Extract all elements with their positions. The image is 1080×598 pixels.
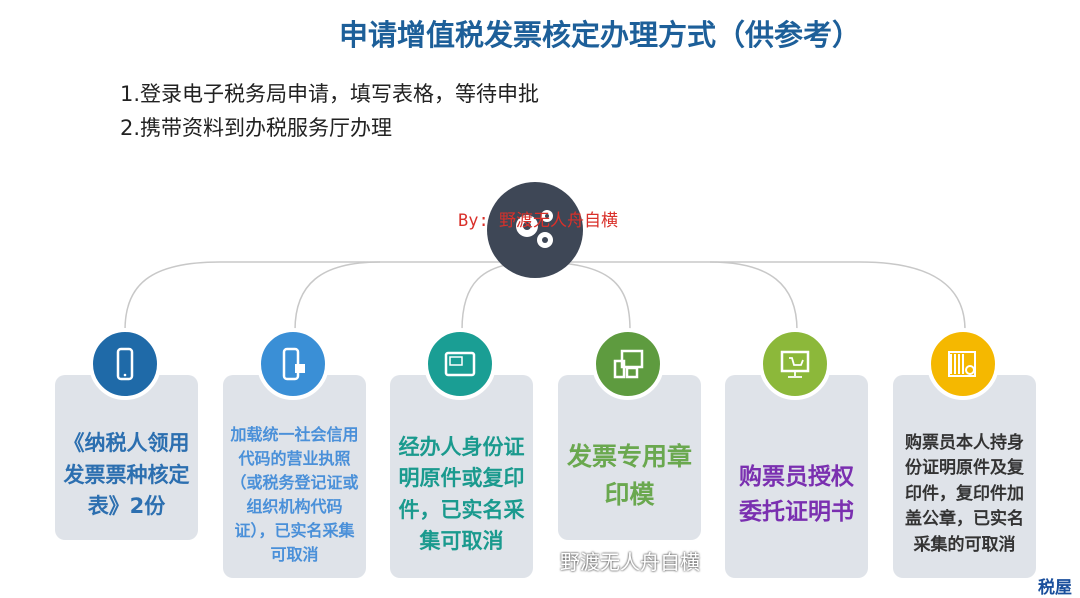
requirement-card: 加载统一社会信用代码的营业执照（或税务登记证或组织机构代码证），已实名采集可取消 — [223, 375, 366, 578]
method-2: 2.携带资料到办税服务厅办理 — [120, 116, 393, 140]
gears-icon — [487, 182, 583, 278]
monitor-cart-icon — [759, 328, 831, 400]
watermark-text: By: 野渡无人舟自横 — [458, 211, 618, 231]
requirement-text: 《纳税人领用发票票种核定表》2份 — [63, 431, 190, 519]
requirement-text: 经办人身份证明原件或复印件，已实名采集可取消 — [398, 434, 525, 554]
requirement-card: 《纳税人领用发票票种核定表》2份 — [55, 375, 198, 540]
requirement-card: 购票员授权委托证明书 — [725, 375, 868, 578]
devices-icon — [592, 328, 664, 400]
method-1: 1.登录电子税务局申请，填写表格，等待申批 — [120, 82, 540, 106]
page-title: 申请增值税发票核定办理方式（供参考） — [338, 18, 861, 52]
requirement-card: 发票专用章印模 — [558, 375, 701, 540]
requirement-text: 购票员授权委托证明书 — [739, 464, 854, 525]
wechat-watermark: 野渡无人舟自横 — [560, 550, 700, 574]
requirement-card: 经办人身份证明原件或复印件，已实名采集可取消 — [390, 375, 533, 578]
brand-logo: 税屋 — [1038, 578, 1072, 598]
requirement-card: 购票员本人持身份证明原件及复印件，复印件加盖公章，已实名采集的可取消 — [893, 375, 1036, 578]
tablet-ad-icon — [424, 328, 496, 400]
requirement-text: 加载统一社会信用代码的营业执照（或税务登记证或组织机构代码证），已实名采集可取消 — [230, 424, 359, 564]
phone-lock-icon — [257, 328, 329, 400]
requirement-text: 购票员本人持身份证明原件及复印件，复印件加盖公章，已实名采集的可取消 — [905, 432, 1024, 555]
barcode-search-icon — [927, 328, 999, 400]
requirement-text: 发票专用章印模 — [566, 442, 692, 509]
phone-icon — [89, 328, 161, 400]
